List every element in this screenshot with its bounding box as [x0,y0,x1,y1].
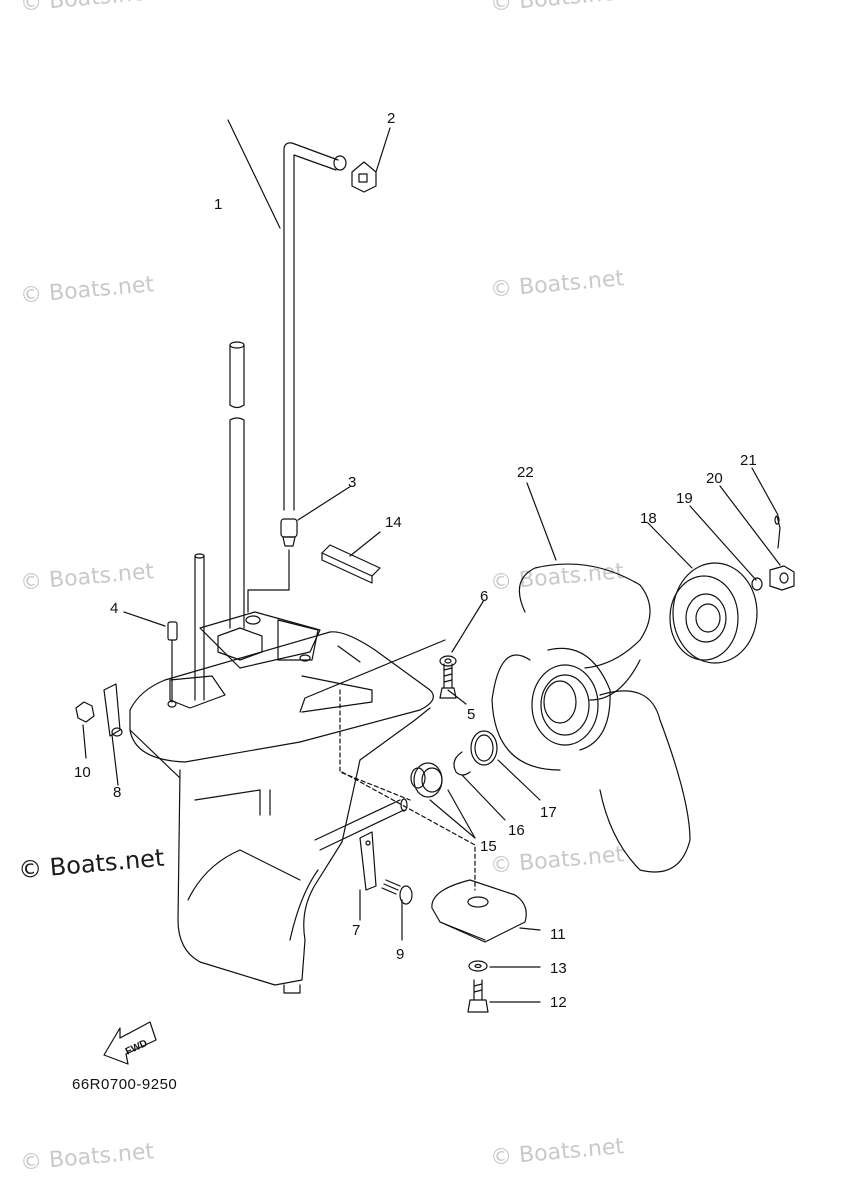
diagram-code: 66R0700-9250 [72,1076,178,1093]
part-18-spacer[interactable] [669,562,758,664]
part-9-screw[interactable] [381,879,413,905]
part-10-nut[interactable] [75,701,95,723]
callout-19: 19 [676,490,693,507]
callout-22: 22 [517,464,534,481]
callout-15: 15 [480,838,497,855]
part-2-grommet[interactable] [351,161,377,193]
callout-12: 12 [550,994,567,1011]
callout-10: 10 [74,764,91,781]
callout-7: 7 [352,922,361,939]
part-3-seal[interactable] [280,518,298,547]
callout-4: 4 [110,600,119,617]
part-13-washer[interactable] [468,960,488,972]
part-17-o-ring[interactable] [470,730,498,766]
part-4-dowel-pin[interactable] [167,621,178,703]
callout-13: 13 [550,960,567,977]
callout-18: 18 [640,510,657,527]
part-14-seal-strip[interactable] [321,544,381,584]
callout-3: 3 [348,474,357,491]
shift-rod [194,553,205,701]
callout-14: 14 [385,514,402,531]
part-8-clip[interactable] [103,683,123,737]
callout-6: 6 [480,588,489,605]
part-6-washer[interactable] [439,655,457,667]
callout-20: 20 [706,470,723,487]
part-1-water-tube[interactable] [283,142,347,511]
callout-2: 2 [387,110,396,127]
drive-shaft [229,341,245,629]
part-16-circlip[interactable] [453,751,471,776]
callout-1: 1 [214,196,223,213]
part-7-anode[interactable] [359,831,377,891]
callout-21: 21 [740,452,757,469]
part-11-anode[interactable] [431,879,527,943]
callout-9: 9 [396,946,405,963]
part-12-bolt[interactable] [467,979,489,1013]
part-22-propeller[interactable] [491,563,691,873]
lower-unit-housing [129,611,476,994]
part-21-cotter-pin[interactable] [774,515,781,549]
callout-16: 16 [508,822,525,839]
leader-lines [82,119,781,1003]
part-5-bolt[interactable] [439,663,457,699]
part-15-thrust-washer[interactable] [410,762,443,798]
callout-8: 8 [113,784,122,801]
part-19-washer[interactable] [751,577,763,591]
callout-17: 17 [540,804,557,821]
part-20-nut[interactable] [769,565,795,591]
fwd-arrow-icon: FWD [103,1021,157,1065]
callout-11: 11 [550,926,566,943]
callout-5: 5 [467,706,476,723]
